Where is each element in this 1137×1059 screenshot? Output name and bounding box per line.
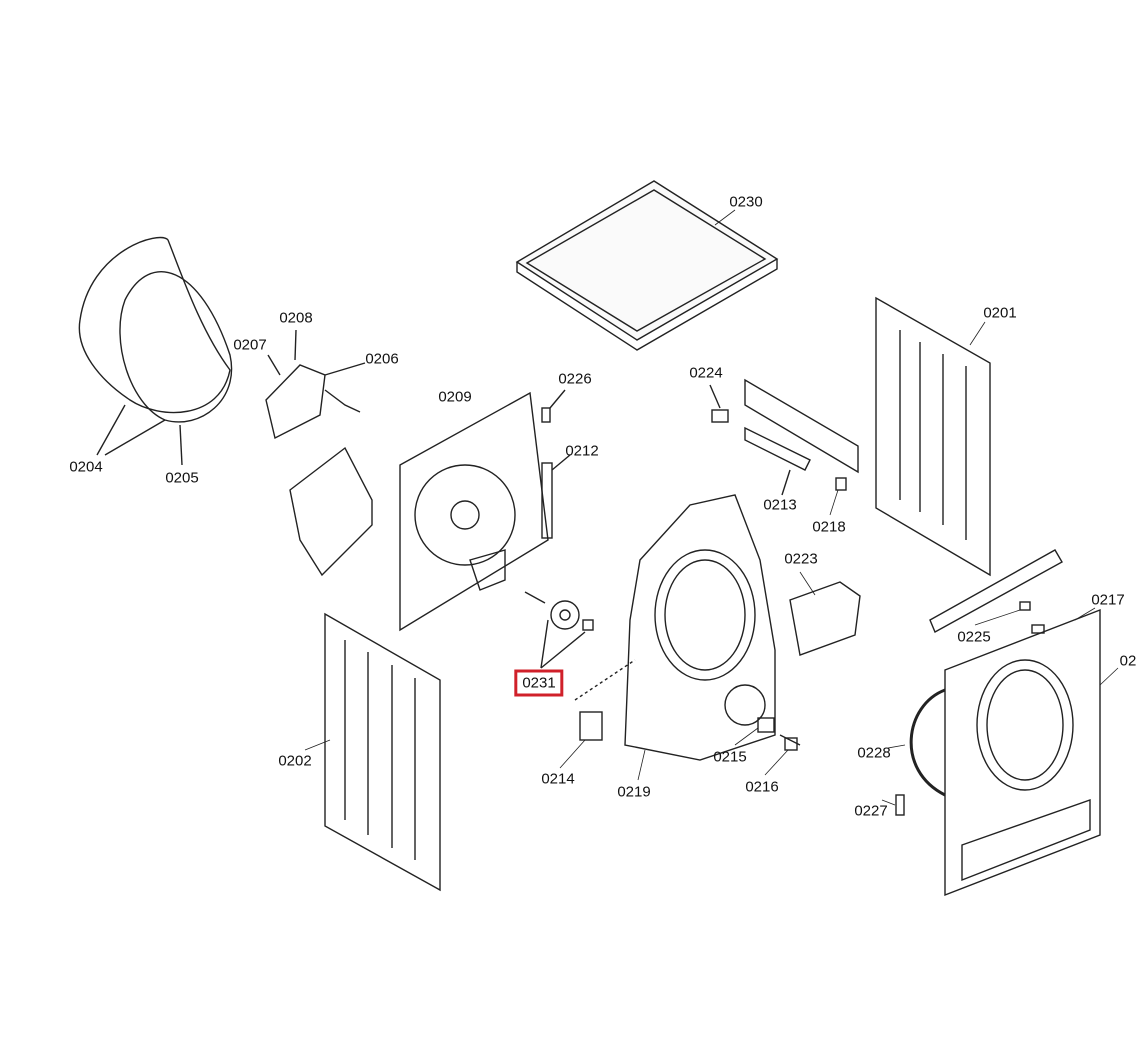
part-label-0216: 0216 bbox=[745, 778, 779, 796]
part-label-0202: 0202 bbox=[278, 752, 312, 770]
part-label-0213: 0213 bbox=[763, 496, 797, 514]
part-door-and-seal bbox=[78, 236, 233, 466]
part-label-0208: 0208 bbox=[279, 309, 313, 327]
part-label-0206: 0206 bbox=[365, 350, 399, 368]
part-label-0215: 0215 bbox=[713, 748, 747, 766]
part-small-brackets bbox=[541, 389, 571, 539]
part-label-02-cut: 02 bbox=[1119, 652, 1137, 670]
part-label-0204: 0204 bbox=[69, 458, 103, 476]
part-small-components bbox=[579, 711, 801, 751]
part-label-0228: 0228 bbox=[857, 744, 891, 762]
part-label-0205: 0205 bbox=[165, 469, 199, 487]
part-label-0207: 0207 bbox=[233, 336, 267, 354]
part-control-bracket bbox=[709, 378, 859, 496]
part-label-0226: 0226 bbox=[558, 370, 592, 388]
part-label-0201: 0201 bbox=[983, 304, 1017, 322]
part-label-0223: 0223 bbox=[784, 550, 818, 568]
part-control-module bbox=[265, 329, 366, 440]
part-label-0212: 0212 bbox=[565, 442, 599, 460]
part-label-0225: 0225 bbox=[957, 628, 991, 646]
part-label-0224: 0224 bbox=[689, 364, 723, 382]
part-label-0217: 0217 bbox=[1091, 591, 1125, 609]
part-air-duct bbox=[289, 446, 373, 577]
part-top-cover bbox=[515, 180, 779, 351]
part-label-0218: 0218 bbox=[812, 518, 846, 536]
part-front-frame bbox=[624, 494, 776, 761]
part-side-panel-left bbox=[324, 612, 441, 892]
part-label-0227: 0227 bbox=[854, 802, 888, 820]
part-fan-assembly bbox=[524, 591, 636, 701]
part-side-panel-right bbox=[875, 296, 991, 577]
part-label-0209: 0209 bbox=[438, 388, 472, 406]
part-rear-panel bbox=[399, 391, 549, 632]
leader-lines bbox=[304, 209, 1119, 806]
part-label-0231-highlighted[interactable]: 0231 bbox=[514, 669, 564, 697]
part-front-panel bbox=[895, 608, 1101, 897]
part-label-0214: 0214 bbox=[541, 770, 575, 788]
part-label-0219: 0219 bbox=[617, 783, 651, 801]
part-label-0230: 0230 bbox=[729, 193, 763, 211]
part-trim-strip bbox=[929, 549, 1063, 634]
part-filter bbox=[789, 581, 861, 656]
